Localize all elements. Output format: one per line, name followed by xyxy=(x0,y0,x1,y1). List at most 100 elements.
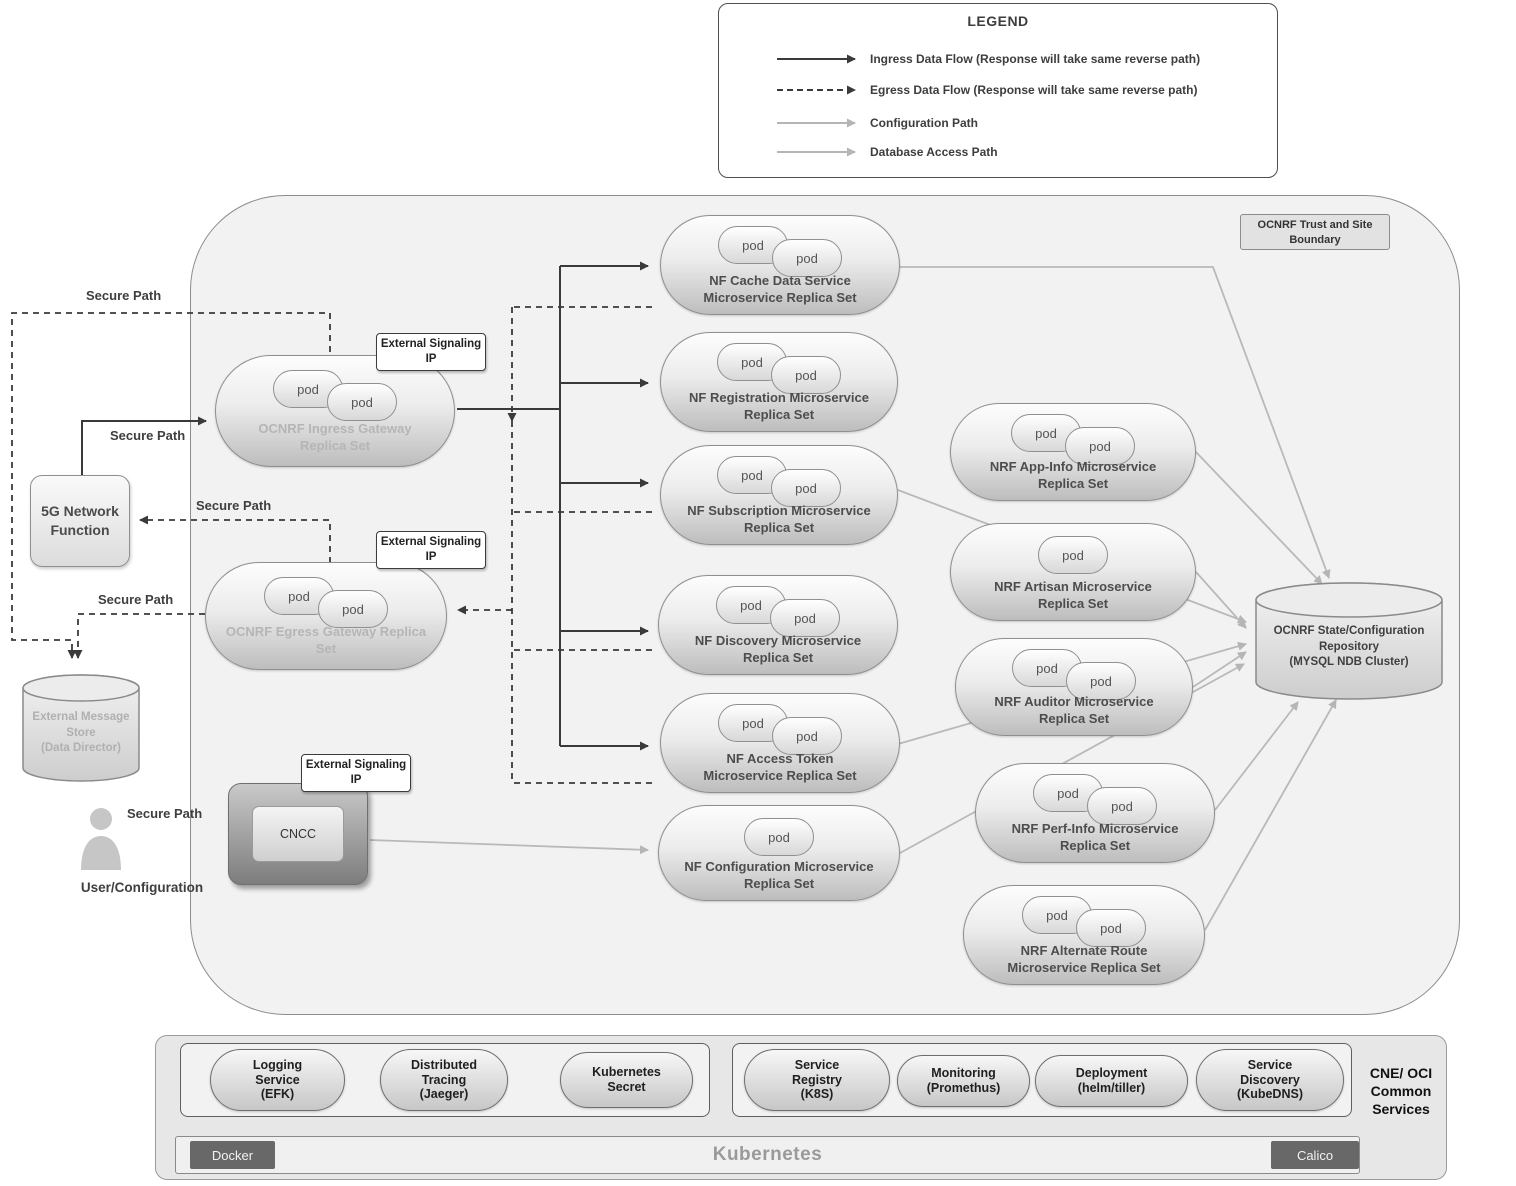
microservice-nf-discovery: pod pod NF Discovery Microservice Replic… xyxy=(658,575,898,675)
cylinder-shape xyxy=(1255,582,1443,700)
node-label: NRF App-Info Microservice Replica Set xyxy=(989,458,1157,491)
legend-row-database: Database Access Path xyxy=(775,145,998,159)
pod: pod xyxy=(1087,787,1157,825)
legend-label: Configuration Path xyxy=(870,116,978,130)
user-icon xyxy=(78,806,124,875)
docker-chip: Docker xyxy=(190,1141,275,1169)
legend-row-configuration: Configuration Path xyxy=(775,116,978,130)
pod-group: pod pod xyxy=(718,704,842,756)
ocnrf-egress-gateway: pod pod OCNRF Egress Gateway Replica Set xyxy=(205,562,447,670)
pod: pod xyxy=(717,343,787,381)
legend-label: Ingress Data Flow (Response will take sa… xyxy=(870,52,1201,66)
external-signaling-ip-badge: External Signaling IP xyxy=(376,531,486,569)
egress-flow-paths xyxy=(11,306,652,784)
configuration-path-arrow-icon xyxy=(777,118,856,128)
pod-group: pod pod xyxy=(1033,774,1157,826)
node-label: NF Cache Data Service Microservice Repli… xyxy=(703,272,857,305)
external-message-store: External Message Store (Data Director) xyxy=(20,672,142,784)
ingress-flow-arrow-icon xyxy=(777,54,856,64)
boundary-badge: OCNRF Trust and Site Boundary xyxy=(1240,214,1390,250)
pod: pod xyxy=(1038,536,1108,574)
microservice-nrf-artisan: pod NRF Artisan Microservice Replica Set xyxy=(950,523,1196,621)
microservice-nrf-alternate-route: pod pod NRF Alternate Route Microservice… xyxy=(963,885,1205,985)
secure-path-label: Secure Path xyxy=(196,498,272,513)
kubernetes-secret: Kubernetes Secret xyxy=(560,1052,693,1108)
microservice-nf-access-token: pod pod NF Access Token Microservice Rep… xyxy=(660,693,900,793)
kubernetes-label: Kubernetes xyxy=(712,1144,823,1165)
distributed-tracing-jaeger: Distributed Tracing (Jaeger) xyxy=(380,1049,508,1111)
node-label: OCNRF Ingress Gateway Replica Set xyxy=(258,420,412,453)
database-label: OCNRF State/Configuration Repository (MY… xyxy=(1273,625,1425,669)
pod-group: pod pod xyxy=(717,456,841,508)
kubernetes-bar: Kubernetes xyxy=(175,1136,1360,1174)
microservice-nrf-app-info: pod pod NRF App-Info Microservice Replic… xyxy=(950,403,1196,501)
pod: pod xyxy=(1076,909,1146,947)
microservice-nf-cache-data: pod pod NF Cache Data Service Microservi… xyxy=(660,215,900,315)
service-discovery-kubedns: Service Discovery (KubeDNS) xyxy=(1196,1049,1344,1111)
microservice-nf-registration: pod pod NF Registration Microservice Rep… xyxy=(660,332,898,432)
pod: pod xyxy=(771,356,841,394)
microservice-nrf-perf-info: pod pod NRF Perf-Info Microservice Repli… xyxy=(975,763,1215,863)
microservice-nrf-auditor: pod pod NRF Auditor Microservice Replica… xyxy=(955,638,1193,736)
legend-row-ingress: Ingress Data Flow (Response will take sa… xyxy=(775,52,1200,66)
cne-oci-common-services-label: CNE/ OCI Common Services xyxy=(1369,1065,1433,1118)
service-registry-k8s: Service Registry (K8S) xyxy=(744,1049,890,1111)
logging-service-efk: Logging Service (EFK) xyxy=(210,1049,345,1111)
secure-path-label: Secure Path xyxy=(98,592,174,607)
pod-group: pod xyxy=(1011,534,1135,586)
node-label: NF Subscription Microservice Replica Set xyxy=(687,502,871,535)
node-label: NRF Artisan Microservice Replica Set xyxy=(994,578,1152,611)
pod-group: pod pod xyxy=(1022,896,1146,948)
microservice-nf-configuration: pod NF Configuration Microservice Replic… xyxy=(658,805,900,901)
secure-path-label: Secure Path xyxy=(86,288,162,303)
pod: pod xyxy=(772,717,842,755)
legend: LEGEND Ingress Data Flow (Response will … xyxy=(718,3,1278,178)
node-label: OCNRF Egress Gateway Replica Set xyxy=(225,623,427,656)
secure-path-label: Secure Path xyxy=(110,428,186,443)
legend-row-egress: Egress Data Flow (Response will take sam… xyxy=(775,83,1197,97)
pod: pod xyxy=(772,239,842,277)
secure-path-label: Secure Path xyxy=(127,806,203,821)
calico-chip: Calico xyxy=(1271,1141,1359,1169)
ocnrf-ingress-gateway: pod pod OCNRF Ingress Gateway Replica Se… xyxy=(215,355,455,467)
pod: pod xyxy=(1065,427,1135,465)
ingress-flow-paths xyxy=(81,261,649,751)
node-label: NRF Auditor Microservice Replica Set xyxy=(994,693,1154,726)
five-g-network-function: 5G Network Function xyxy=(30,475,130,567)
node-label: NF Registration Microservice Replica Set xyxy=(689,389,869,422)
node-label: NF Discovery Microservice Replica Set xyxy=(694,632,862,665)
external-signaling-ip-badge: External Signaling IP xyxy=(376,333,486,371)
cncc-box: CNCC xyxy=(252,806,344,862)
ocnrf-state-config-repository: OCNRF State/Configuration Repository (MY… xyxy=(1253,580,1445,702)
pod-group: pod pod xyxy=(1012,649,1136,701)
node-label: NF Access Token Microservice Replica Set xyxy=(703,750,857,783)
pod: pod xyxy=(770,599,840,637)
database-path-arrow-icon xyxy=(777,147,856,157)
node-label: NF Configuration Microservice Replica Se… xyxy=(684,858,874,891)
pod-group: pod pod xyxy=(717,343,841,395)
external-signaling-ip-badge: External Signaling IP xyxy=(301,754,411,792)
pod: pod xyxy=(718,226,788,264)
egress-flow-arrow-icon xyxy=(777,85,856,95)
pod: pod xyxy=(1066,662,1136,700)
microservice-nf-subscription: pod pod NF Subscription Microservice Rep… xyxy=(660,445,898,545)
message-store-label: External Message Store (Data Director) xyxy=(32,711,130,755)
pod: pod xyxy=(771,469,841,507)
cncc-gateway: CNCC xyxy=(228,783,368,885)
pod-group: pod pod xyxy=(716,586,840,638)
pod-group: pod pod xyxy=(264,577,388,629)
monitoring-prometheus: Monitoring (Promethus) xyxy=(897,1055,1030,1107)
legend-label: Database Access Path xyxy=(870,145,998,159)
pod: pod xyxy=(327,383,397,421)
legend-label: Egress Data Flow (Response will take sam… xyxy=(870,83,1198,97)
user-configuration-label: User/Configuration xyxy=(80,880,204,895)
deployment-helm-tiller: Deployment (helm/tiller) xyxy=(1035,1055,1188,1107)
cylinder-shape xyxy=(22,674,140,782)
pod-group: pod pod xyxy=(273,370,397,422)
pod: pod xyxy=(744,818,814,856)
pod: pod xyxy=(318,590,388,628)
node-label: NRF Alternate Route Microservice Replica… xyxy=(1007,942,1161,975)
pod-group: pod xyxy=(717,816,841,868)
pod-group: pod pod xyxy=(1011,414,1135,466)
